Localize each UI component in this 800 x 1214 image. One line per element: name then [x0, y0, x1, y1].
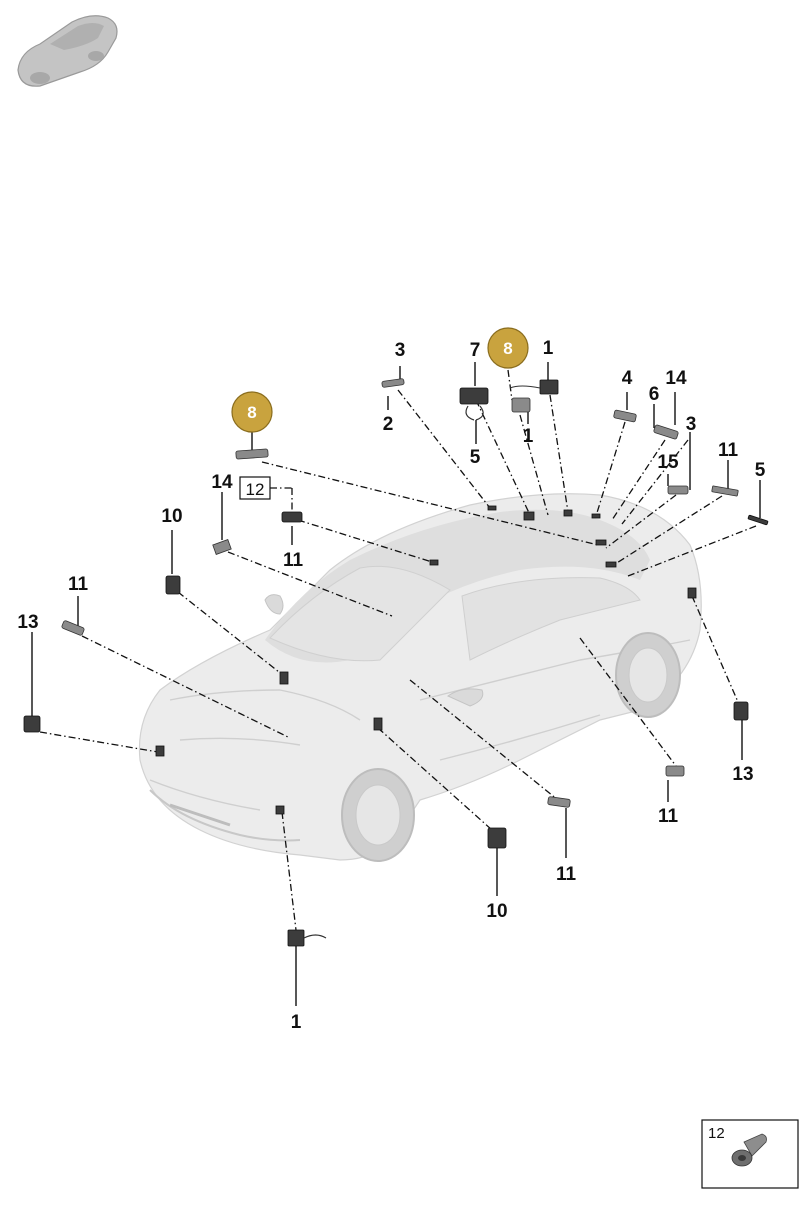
callout-6[interactable]: 6 — [649, 384, 660, 405]
callout-11-right-low[interactable]: 11 — [658, 806, 679, 827]
callout-15[interactable]: 15 — [657, 452, 679, 473]
callout-12-box-text: 12 — [246, 480, 265, 499]
callout-11-farleft[interactable]: 11 — [68, 574, 89, 595]
callout-8-top[interactable]: 8 — [487, 327, 529, 369]
screw-icon — [731, 1133, 767, 1167]
callout-3-top[interactable]: 3 — [395, 340, 406, 361]
car-silhouette-icon[interactable] — [17, 15, 118, 87]
callout-1-top[interactable]: 1 — [543, 338, 554, 359]
callout-14-left[interactable]: 14 — [211, 472, 233, 493]
callout-13-left[interactable]: 13 — [17, 612, 38, 633]
callout-7[interactable]: 7 — [470, 340, 481, 361]
callout-1-bottom[interactable]: 1 — [291, 1012, 302, 1033]
callout-1-mid[interactable]: 1 — [523, 426, 534, 447]
leader-lines — [31, 362, 761, 1006]
callout-4[interactable]: 4 — [622, 368, 633, 389]
parts — [23, 378, 769, 947]
callout-10-left[interactable]: 10 — [161, 506, 182, 527]
callout-11-left[interactable]: 11 — [283, 550, 304, 571]
callout-11-bottom-mid[interactable]: 11 — [556, 864, 577, 885]
callout-3-right[interactable]: 3 — [686, 414, 697, 435]
callout-5-top[interactable]: 5 — [470, 447, 481, 468]
vehicle-illustration — [138, 493, 702, 862]
callout-11-topright[interactable]: 11 — [718, 440, 739, 461]
callout-labels: 8 8 3 2 7 5 1 1 4 14 6 3 15 11 5 14 12 1… — [17, 327, 766, 1033]
callout-13-right[interactable]: 13 — [732, 764, 753, 785]
callout-2[interactable]: 2 — [383, 414, 394, 435]
inset-label: 12 — [708, 1125, 725, 1142]
inset-box-12[interactable]: 12 — [701, 1119, 799, 1189]
callout-14-right[interactable]: 14 — [665, 368, 687, 389]
callout-8-left[interactable]: 8 — [231, 391, 273, 433]
callout-8-left-text: 8 — [247, 403, 256, 422]
callout-12-box[interactable]: 12 — [239, 476, 271, 500]
callout-10-bottom[interactable]: 10 — [486, 901, 507, 922]
callout-5-right[interactable]: 5 — [755, 460, 766, 481]
callout-8-top-text: 8 — [503, 339, 512, 358]
